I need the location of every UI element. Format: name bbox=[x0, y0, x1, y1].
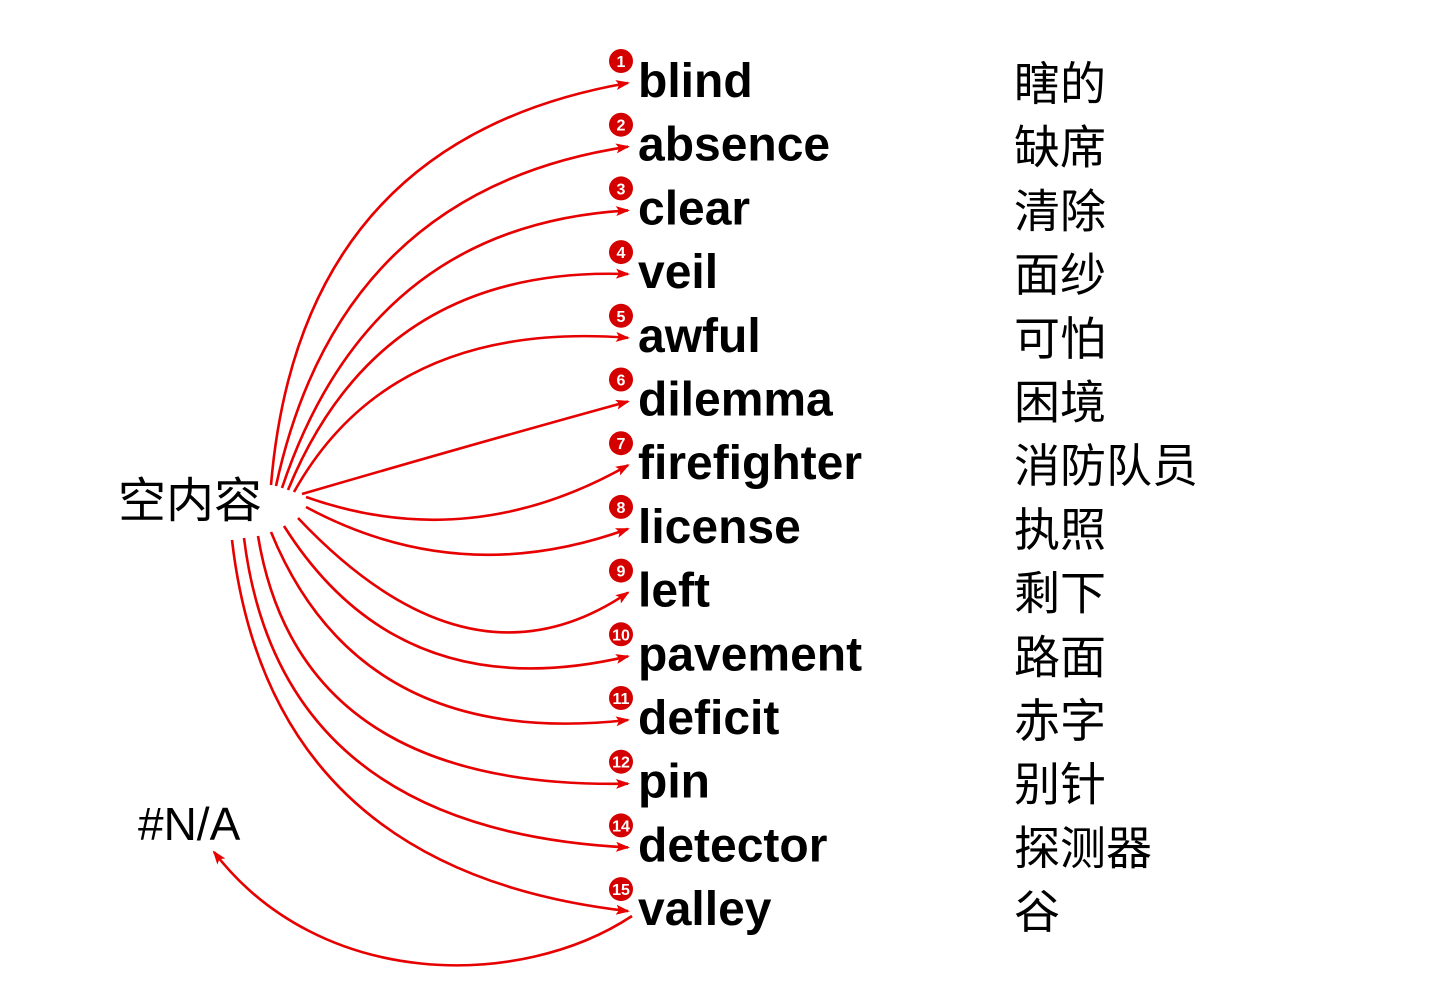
arrow-to-word bbox=[230, 539, 630, 915]
source-label: 空内容 bbox=[118, 473, 262, 529]
arrow-to-word bbox=[280, 206, 630, 489]
arrows-layer bbox=[212, 80, 633, 967]
arrow-to-word bbox=[305, 464, 630, 521]
number-badge-label: 2 bbox=[617, 118, 626, 135]
chinese-translation: 缺席 bbox=[1014, 121, 1106, 175]
english-word: license bbox=[638, 501, 801, 554]
number-badge bbox=[609, 813, 633, 838]
arrow-to-word bbox=[301, 399, 630, 496]
english-word: dilemma bbox=[638, 374, 833, 427]
arrow-to-word bbox=[282, 525, 630, 670]
chinese-translation: 执照 bbox=[1014, 503, 1106, 557]
number-badge-label: 1 bbox=[617, 54, 626, 71]
english-word: pin bbox=[638, 756, 710, 809]
english-word: left bbox=[638, 565, 710, 618]
number-badge-label: 3 bbox=[617, 181, 626, 198]
number-badge-label: 7 bbox=[617, 436, 626, 453]
arrow-to-word bbox=[269, 531, 630, 727]
chinese-translation: 别针 bbox=[1014, 758, 1106, 812]
chinese-translation: 谷 bbox=[1014, 885, 1060, 939]
number-badge bbox=[609, 431, 633, 456]
english-word: valley bbox=[638, 883, 772, 936]
chinese-translation: 面纱 bbox=[1014, 248, 1106, 302]
arrow-to-word bbox=[242, 537, 630, 852]
number-badge-label: 4 bbox=[617, 245, 626, 262]
english-word: firefighter bbox=[638, 437, 862, 490]
arrow-to-word bbox=[286, 268, 630, 491]
english-word: detector bbox=[638, 819, 827, 872]
chinese-translation: 清除 bbox=[1014, 184, 1106, 238]
arrow-to-word bbox=[292, 331, 630, 493]
number-badge bbox=[609, 49, 633, 73]
english-word: absence bbox=[638, 119, 830, 172]
arrow-to-word bbox=[256, 535, 630, 789]
number-badge bbox=[609, 303, 633, 328]
chinese-translation: 瞎的 bbox=[1014, 57, 1106, 111]
number-badge-label: 15 bbox=[612, 882, 630, 899]
number-badge bbox=[609, 558, 633, 583]
arrow-to-word bbox=[274, 143, 630, 487]
arrow-to-word bbox=[305, 505, 630, 557]
number-badge-label: 9 bbox=[617, 564, 626, 581]
number-badge bbox=[609, 686, 633, 710]
chinese-translation: 路面 bbox=[1014, 630, 1106, 684]
number-badge bbox=[609, 112, 633, 137]
chinese-translation: 探测器 bbox=[1014, 821, 1152, 875]
number-badge-label: 6 bbox=[617, 373, 626, 390]
number-badge-label: 5 bbox=[617, 309, 626, 326]
word-rows: 1 blind 瞎的 2 absence 缺席 3 clear 清除 4 veil 面纱 5 awful 可… bbox=[609, 49, 1198, 939]
english-word: clear bbox=[638, 182, 750, 235]
number-badge-label: 8 bbox=[617, 500, 626, 517]
english-word: awful bbox=[638, 310, 761, 363]
number-badge-label: 10 bbox=[612, 627, 630, 644]
english-word: pavement bbox=[638, 628, 862, 681]
chinese-translation: 可怕 bbox=[1014, 312, 1106, 366]
number-badge-label: 14 bbox=[612, 818, 630, 835]
number-badge bbox=[609, 240, 633, 265]
number-badge bbox=[609, 494, 633, 519]
na-label: #N/A bbox=[138, 798, 241, 850]
arrow-to-word bbox=[297, 517, 630, 634]
english-word: deficit bbox=[638, 692, 779, 745]
number-badge bbox=[609, 622, 633, 647]
arrow-to-word bbox=[269, 80, 630, 486]
number-badge bbox=[609, 749, 633, 774]
chinese-translation: 消防队员 bbox=[1014, 439, 1198, 493]
number-badge bbox=[609, 176, 633, 201]
chinese-translation: 赤字 bbox=[1014, 694, 1106, 748]
number-badge bbox=[609, 877, 633, 902]
arrow-to-na bbox=[212, 850, 633, 967]
english-word: veil bbox=[638, 246, 718, 299]
number-badge-label: 11 bbox=[613, 691, 630, 708]
number-badge-label: 12 bbox=[612, 755, 630, 772]
number-badge bbox=[609, 367, 633, 392]
english-word: blind bbox=[638, 55, 753, 108]
chinese-translation: 剩下 bbox=[1014, 567, 1106, 621]
chinese-translation: 困境 bbox=[1014, 376, 1106, 430]
